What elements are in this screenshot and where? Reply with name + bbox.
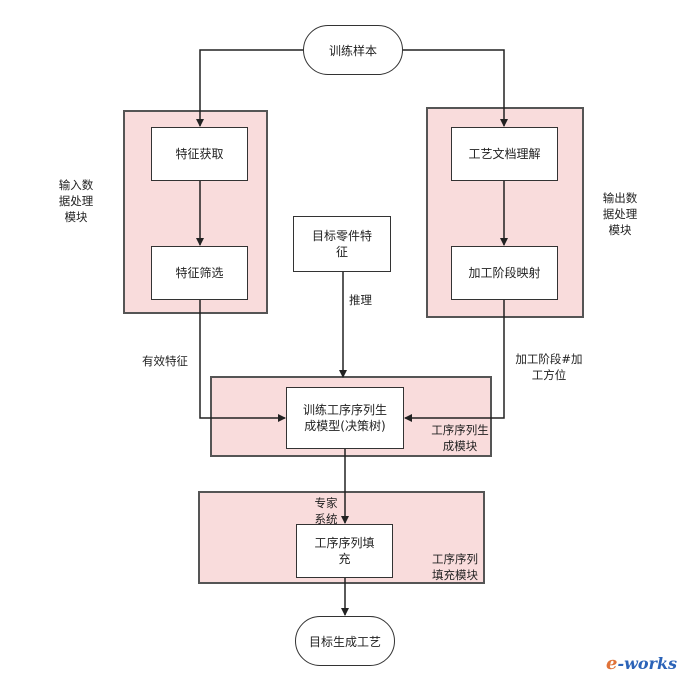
edge-valid-features-to-model xyxy=(199,300,286,422)
label-input-module: 输入数 据处理 模块 xyxy=(58,178,94,224)
edge-label-valid-features: 有效特征 xyxy=(142,354,188,368)
start-terminal-text: 训练样本 xyxy=(328,43,377,58)
node-sequence-fill: 工序序列填 充 xyxy=(296,524,393,578)
edge-label-inference: 推理 xyxy=(349,293,372,307)
edge-label-expert-system: 专家 系统 xyxy=(314,496,338,526)
node-target-part-feature: 目标零件特 征 xyxy=(293,216,391,272)
edge-stage-direction-to-model xyxy=(404,300,505,422)
node-stage-mapping: 加工阶段映射 xyxy=(451,246,558,300)
e-works-logo: e-works xyxy=(606,653,677,674)
edge-label-stage-direction: 加工阶段#加 工方位 xyxy=(515,352,583,382)
logo-e: e xyxy=(606,653,618,674)
end-terminal-text: 目标生成工艺 xyxy=(308,634,381,649)
node-sequence-generation-model: 训练工序序列生 成模型(决策树) xyxy=(286,387,404,449)
start-terminal-training-samples: 训练样本 xyxy=(303,25,403,75)
edge-start-to-feature-acquire xyxy=(196,49,303,127)
logo-works: -works xyxy=(617,654,678,673)
label-fill-module: 工序序列 填充模块 xyxy=(432,552,478,582)
node-feature-filter: 特征筛选 xyxy=(151,246,248,300)
edge-start-to-doc-understanding xyxy=(403,49,508,127)
label-generation-module: 工序序列生 成模块 xyxy=(431,423,489,453)
node-feature-acquire: 特征获取 xyxy=(151,127,248,181)
label-output-module: 输出数 据处理 模块 xyxy=(602,191,638,237)
node-process-doc-understanding: 工艺文档理解 xyxy=(451,127,558,181)
end-terminal-target-process: 目标生成工艺 xyxy=(295,616,395,666)
